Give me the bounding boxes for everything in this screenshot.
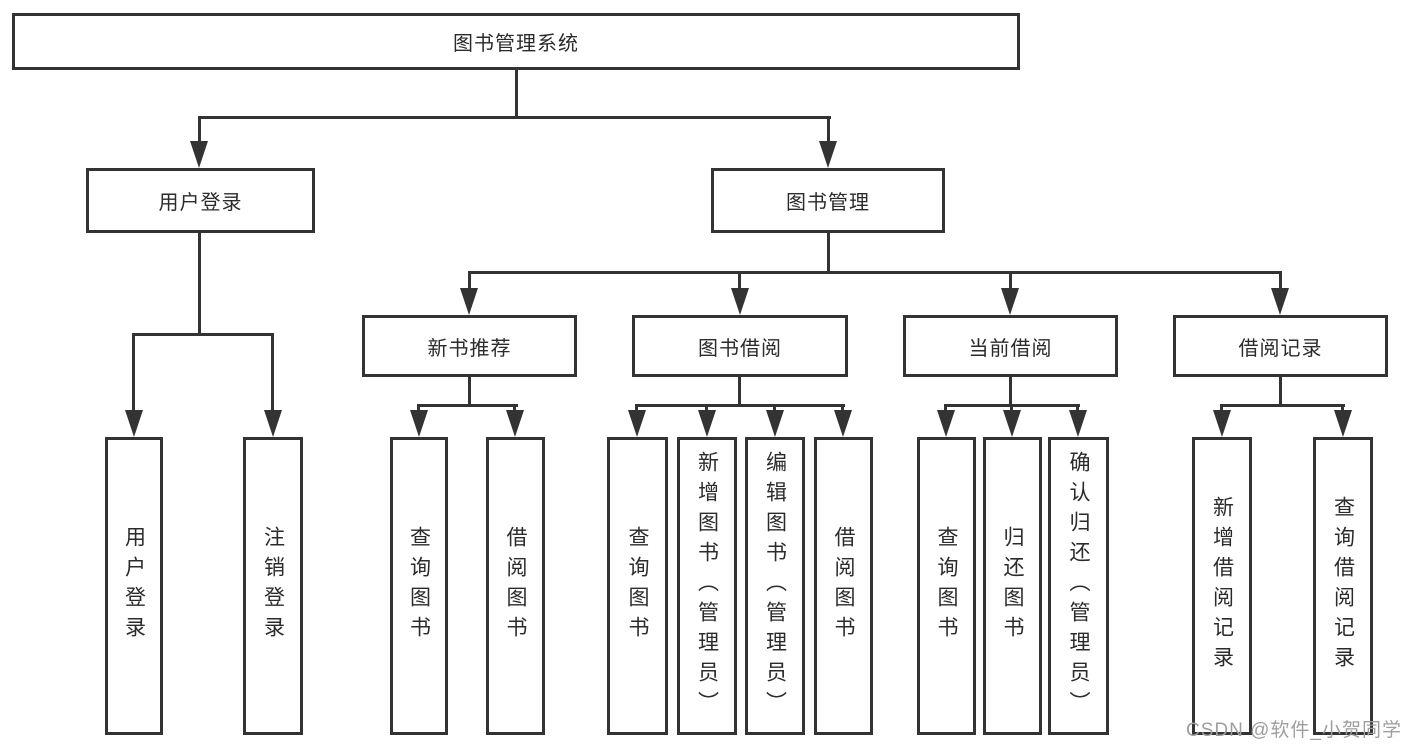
arrowhead-down-icon <box>834 410 852 437</box>
connector-line <box>738 271 741 290</box>
node-book-management: 图书管理 <box>711 168 945 233</box>
connector-line <box>513 404 516 413</box>
connector-line <box>1009 377 1012 407</box>
arrowhead-down-icon <box>410 410 428 437</box>
connector-line <box>198 116 831 119</box>
arrowhead-down-icon <box>1003 410 1021 437</box>
leaf-confirm-return-admin: 确认归还（管理员） <box>1048 437 1109 735</box>
node-current-borrowing: 当前借阅 <box>903 315 1118 377</box>
leaf-borrow-books: 借阅图书 <box>814 437 873 735</box>
leaf-borrow-books-recommend: 借阅图书 <box>486 437 545 735</box>
arrowhead-down-icon <box>190 141 208 168</box>
connector-line <box>468 271 471 290</box>
connector-line <box>1010 404 1013 413</box>
connector-line <box>1341 404 1344 413</box>
arrowhead-down-icon <box>264 410 282 437</box>
connector-line <box>271 333 274 412</box>
connector-line <box>198 116 201 143</box>
connector-line <box>635 404 638 413</box>
node-new-book-recommendation: 新书推荐 <box>362 315 577 377</box>
node-root: 图书管理系统 <box>12 13 1020 70</box>
arrowhead-down-icon <box>125 410 143 437</box>
connector-line <box>417 404 420 413</box>
leaf-query-books-borrow: 查询图书 <box>607 437 668 735</box>
connector-line <box>841 404 844 413</box>
connector-line <box>418 404 518 407</box>
arrowhead-down-icon <box>819 141 837 168</box>
leaf-add-borrow-record: 新增借阅记录 <box>1192 437 1252 735</box>
leaf-return-books: 归还图书 <box>983 437 1042 735</box>
leaf-query-books-current: 查询图书 <box>917 437 976 735</box>
connector-line <box>1220 404 1223 413</box>
connector-line <box>1009 271 1012 290</box>
connector-line <box>515 70 518 118</box>
arrowhead-down-icon <box>628 410 646 437</box>
arrowhead-down-icon <box>1001 288 1019 315</box>
connector-line <box>944 404 947 413</box>
connector-line <box>1279 271 1282 290</box>
connector-line <box>636 404 845 407</box>
arrowhead-down-icon <box>1271 288 1289 315</box>
arrowhead-down-icon <box>1069 410 1087 437</box>
connector-line <box>132 333 135 412</box>
leaf-add-book-admin: 新增图书（管理员） <box>677 437 737 735</box>
connector-line <box>738 377 741 407</box>
arrowhead-down-icon <box>460 288 478 315</box>
node-book-borrowing: 图书借阅 <box>632 315 848 377</box>
connector-line <box>1076 404 1079 413</box>
connector-line <box>705 404 708 413</box>
connector-line <box>773 404 776 413</box>
node-user-login: 用户登录 <box>86 168 315 233</box>
arrowhead-down-icon <box>731 288 749 315</box>
arrowhead-down-icon <box>937 410 955 437</box>
connector-line <box>1221 404 1345 407</box>
csdn-watermark: CSDN @软件_小贺同学 <box>1186 720 1402 741</box>
node-borrowing-records: 借阅记录 <box>1173 315 1388 377</box>
connector-line <box>827 116 830 143</box>
arrowhead-down-icon <box>698 410 716 437</box>
arrowhead-down-icon <box>766 410 784 437</box>
connector-line <box>1279 377 1282 407</box>
arrowhead-down-icon <box>506 410 524 437</box>
arrowhead-down-icon <box>1213 410 1231 437</box>
connector-line <box>827 233 830 273</box>
leaf-query-borrow-record: 查询借阅记录 <box>1313 437 1373 735</box>
leaf-logout: 注销登录 <box>243 437 303 735</box>
connector-line <box>198 233 201 336</box>
connector-line <box>468 377 471 407</box>
leaf-edit-book-admin: 编辑图书（管理员） <box>745 437 805 735</box>
connector-line <box>468 271 1282 274</box>
connector-line <box>133 333 274 336</box>
leaf-user-login: 用户登录 <box>105 437 163 735</box>
leaf-query-books-recommend: 查询图书 <box>390 437 448 735</box>
arrowhead-down-icon <box>1334 410 1352 437</box>
